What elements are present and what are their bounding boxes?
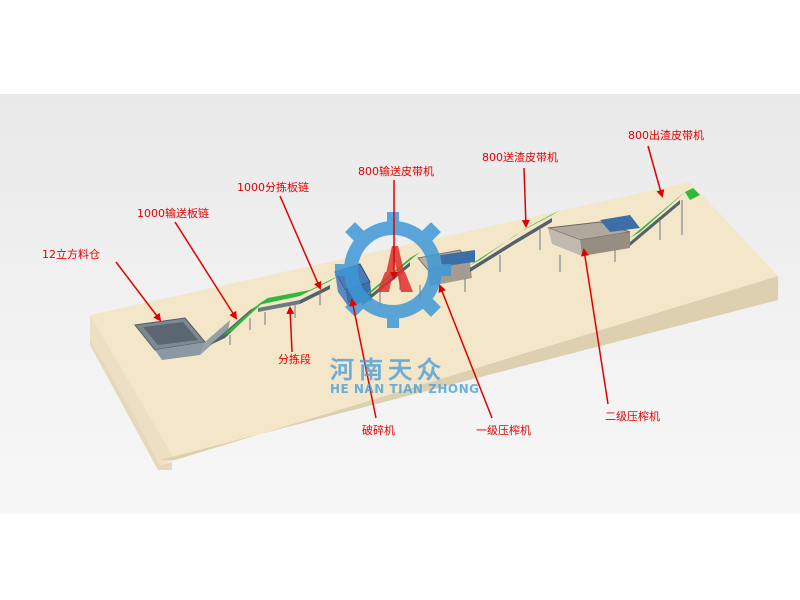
annotation-arrows: [115, 145, 665, 419]
arrow-sorting-section: [286, 306, 295, 353]
watermark-company-cn: 河南天众: [330, 356, 446, 384]
arrow-conveyor-1000: [174, 221, 238, 320]
arrow-crusher: [349, 298, 377, 419]
arrow-residue-800: [521, 167, 530, 228]
label-crusher: 破碎机: [362, 424, 395, 437]
platform-front: [90, 315, 175, 460]
discharge-conveyor-800: [630, 188, 700, 246]
sorting-section: [258, 290, 310, 325]
arrow-sorting-chain: [279, 195, 322, 290]
label-residue-800: 800送渣皮带机: [482, 151, 558, 164]
label-conveyor-1000: 1000输送板链: [137, 207, 209, 220]
arrow-press-2: [580, 248, 609, 405]
label-hopper: 12立方料仓: [42, 248, 100, 261]
label-sorting-section: 分拣段: [278, 353, 311, 366]
arrow-discharge-800: [647, 145, 665, 198]
watermark-company-en: HE NAN TIAN ZHONG: [330, 382, 480, 396]
label-discharge-800: 800出渣皮带机: [628, 129, 704, 142]
conveyor-1000-plate-chain: [210, 298, 268, 345]
hopper-12m3: [134, 317, 230, 360]
arrow-press-1: [438, 284, 493, 419]
label-conveyor-800: 800输送皮带机: [358, 165, 434, 178]
watermark-gear-logo: [335, 212, 451, 328]
label-press-2: 二级压榨机: [605, 410, 660, 423]
residue-conveyor-800: [470, 210, 560, 272]
secondary-press: [547, 215, 640, 272]
arrow-hopper: [115, 261, 162, 322]
label-sorting-chain: 1000分拣板链: [237, 181, 309, 194]
label-press-1: 一级压榨机: [476, 424, 531, 437]
